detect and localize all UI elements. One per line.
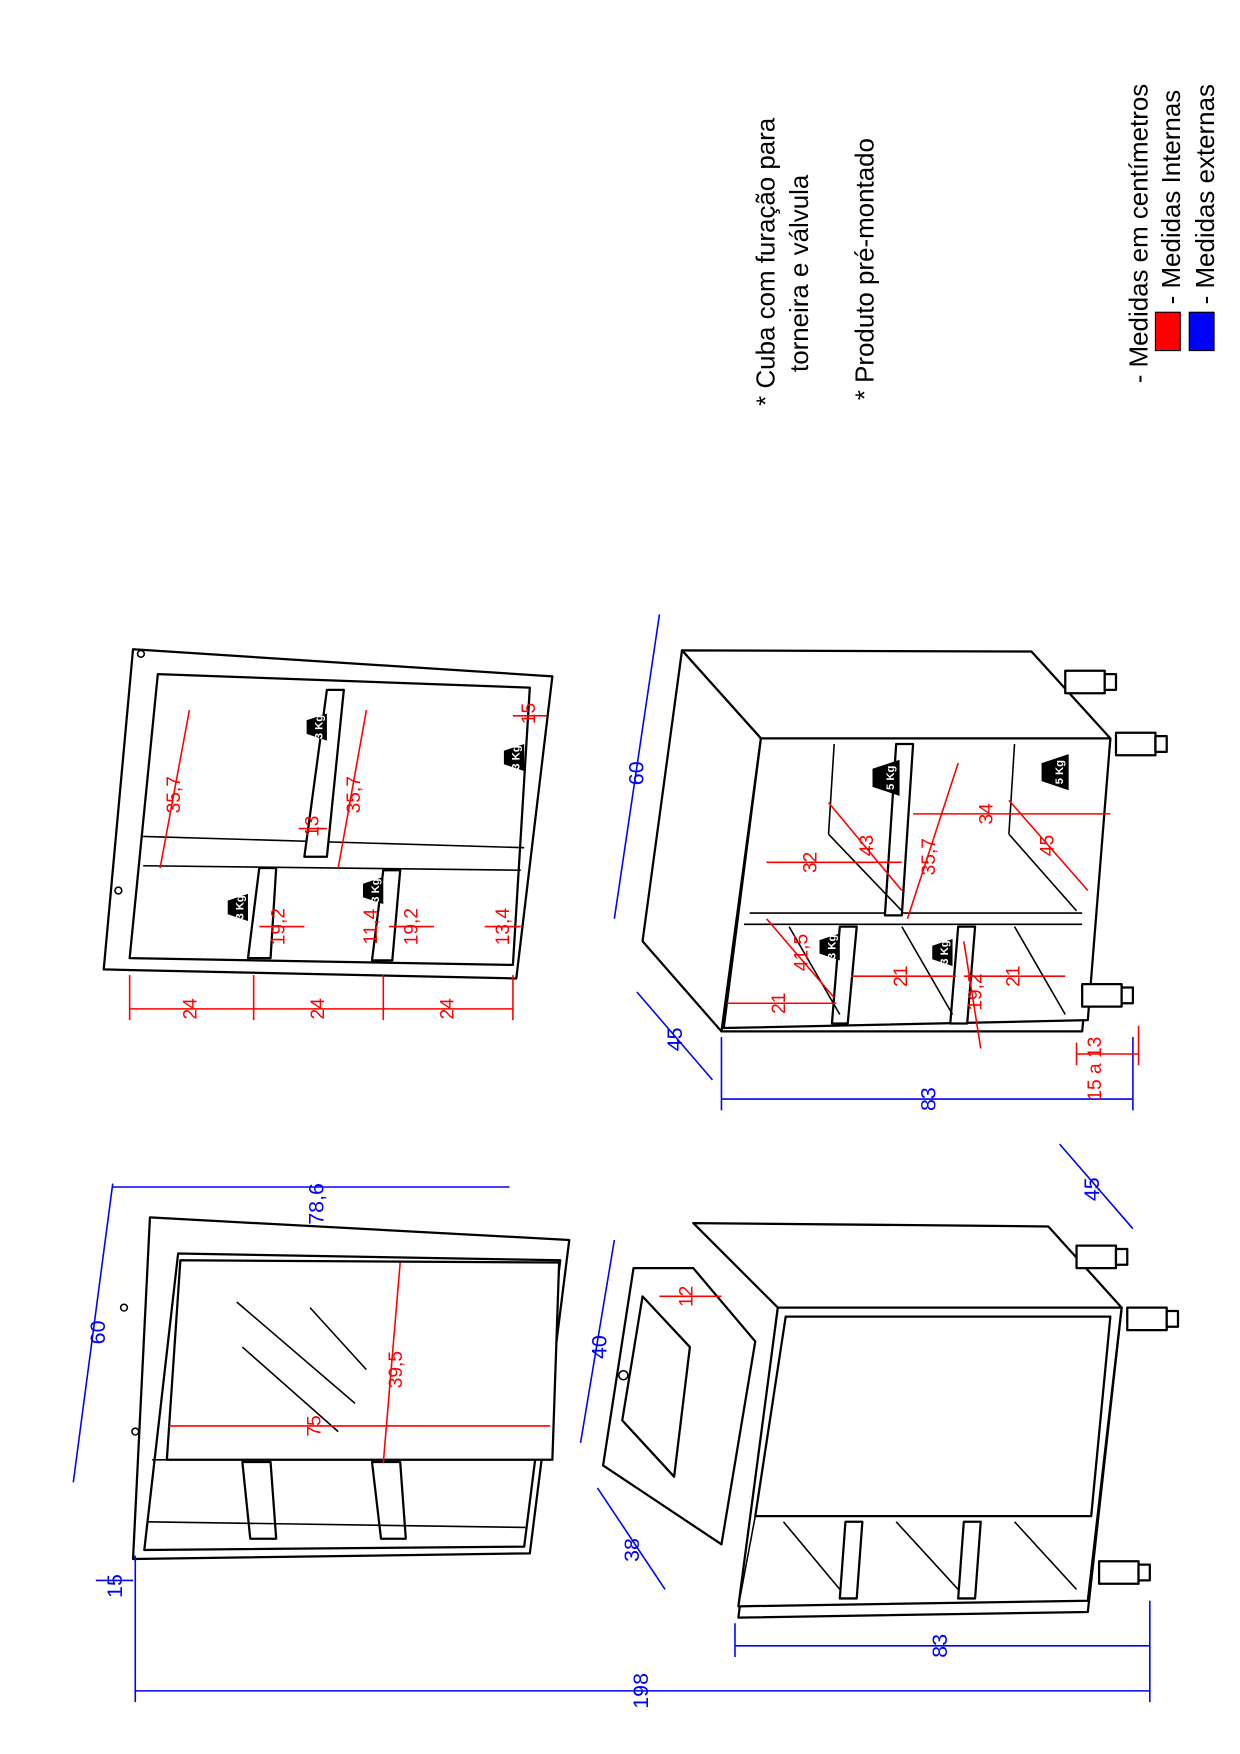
dim-shelf-7: 19,2 <box>402 908 423 945</box>
leg <box>1126 1306 1180 1332</box>
dim-open-int-10: 21 <box>1004 966 1025 987</box>
dim-open-height: 83 <box>917 1087 941 1111</box>
dim-open-int-3: 35,7 <box>919 838 940 875</box>
legend-internal-swatch <box>1154 311 1181 352</box>
weight-icon: 5 Kg <box>1041 754 1069 791</box>
open-base-cabinet-weights: 5 Kg 5 Kg 3 Kg 3 Kg <box>819 754 1069 967</box>
closed-base-cabinet-drawing <box>601 1221 1180 1619</box>
dim-mirror-inner-height: 75 <box>305 1415 326 1436</box>
mirror-door <box>165 1259 561 1461</box>
weight-label: 3 Kg <box>370 878 382 903</box>
dim-leg-height: 15 a 13 <box>1085 1037 1106 1101</box>
cabinet-door <box>754 1315 1112 1518</box>
weight-label: 3 Kg <box>511 745 523 770</box>
dim-open-int-7: 21 <box>769 993 790 1014</box>
dim-shelf-4: 15 <box>519 703 540 724</box>
notes: * Cuba com furação para torneira e válvu… <box>752 117 879 406</box>
dim-sink-width: 40 <box>587 1335 611 1359</box>
dim-shelf-1: 35,7 <box>164 776 185 813</box>
leg <box>1081 982 1135 1008</box>
weight-icon: 3 Kg <box>227 893 249 921</box>
dim-mirror-depth: 15 <box>103 1574 127 1598</box>
dim-open-int-8: 21 <box>891 966 912 987</box>
dim-sink-depth: 38 <box>620 1538 644 1562</box>
dim-open-int-6: 41,5 <box>792 934 813 971</box>
dim-shelf-5: 19,2 <box>269 908 290 945</box>
weight-icon: 3 Kg <box>306 713 327 741</box>
weight-label: 5 Kg <box>1054 760 1066 785</box>
weight-icon: 3 Kg <box>819 933 840 961</box>
leg <box>1097 1560 1151 1585</box>
dim-spacing-1: 24 <box>181 998 202 1020</box>
legend-units: - Medidas em centímetros <box>1126 84 1154 384</box>
dim-spacing-2: 24 <box>308 998 329 1020</box>
dim-mirror-height: 78,6 <box>305 1183 329 1225</box>
dim-open-int-5: 45 <box>1037 835 1058 856</box>
dim-open-int-1: 32 <box>801 852 822 873</box>
dim-open-depth: 45 <box>663 1027 687 1051</box>
mirror-cabinet-dimensions: 60 78,6 15 198 75 39,5 <box>72 1183 1151 1709</box>
weight-label: 3 Kg <box>939 940 951 965</box>
open-base-cabinet-dimensions: 60 45 83 32 43 35,7 34 45 41,5 21 21 19,… <box>613 614 1140 1111</box>
sink-basin <box>601 1267 757 1546</box>
legend-external-swatch <box>1188 311 1215 352</box>
note-cuba-line2: torneira e válvula <box>786 174 814 372</box>
weight-icon: 5 Kg <box>872 759 900 796</box>
legend-external: - Medidas externas <box>1192 84 1220 304</box>
weight-icon: 3 Kg <box>503 743 525 772</box>
dim-open-int-9: 19,2 <box>965 973 986 1010</box>
dim-closed-height: 83 <box>928 1634 952 1658</box>
dim-shelf-6: 11,4 <box>361 908 382 944</box>
weight-label: 3 Kg <box>313 715 325 740</box>
dim-shelf-3: 13 <box>302 816 323 837</box>
shelf-unit-drawing <box>102 648 554 980</box>
dim-open-int-4: 34 <box>977 803 998 825</box>
leg <box>1064 669 1118 695</box>
note-premontado: * Produto pré-montado <box>852 138 880 400</box>
legend-internal: - Medidas Internas <box>1158 90 1186 305</box>
dim-spacing-3: 24 <box>438 998 459 1020</box>
leg <box>1114 731 1168 757</box>
weight-label: 3 Kg <box>234 895 246 920</box>
open-base-cabinet-drawing <box>641 649 1168 1033</box>
weight-icon: 3 Kg <box>362 877 384 905</box>
mirror-cabinet-drawing <box>119 1216 571 1561</box>
dim-open-int-2: 43 <box>857 835 878 856</box>
dim-closed-depth: 45 <box>1080 1177 1104 1201</box>
closed-base-cabinet-dimensions: 40 12 38 45 83 <box>579 1143 1150 1658</box>
weight-label: 5 Kg <box>885 765 897 790</box>
dim-total-height: 198 <box>629 1673 653 1709</box>
weight-label: 3 Kg <box>826 935 838 960</box>
shelf-unit-dimensions: 35,7 35,7 13 15 19,2 11,4 19,2 13,4 24 2… <box>128 703 547 1021</box>
leg <box>1075 1244 1129 1270</box>
dim-mirror-width: 60 <box>86 1320 110 1344</box>
legend: - Medidas em centímetros - Medidas Inter… <box>1126 84 1221 384</box>
weight-icon: 3 Kg <box>932 938 953 967</box>
note-cuba-line1: * Cuba com furação para <box>752 117 780 406</box>
shelf-unit-weights: 3 Kg 3 Kg 3 Kg 3 Kg <box>227 713 525 921</box>
dim-mirror-inner-width: 39,5 <box>386 1351 407 1388</box>
dim-shelf-8: 13,4 <box>493 908 514 946</box>
dim-shelf-2: 35,7 <box>344 776 365 813</box>
dim-open-width: 60 <box>625 761 649 785</box>
dim-sink-height: 12 <box>677 1286 698 1307</box>
